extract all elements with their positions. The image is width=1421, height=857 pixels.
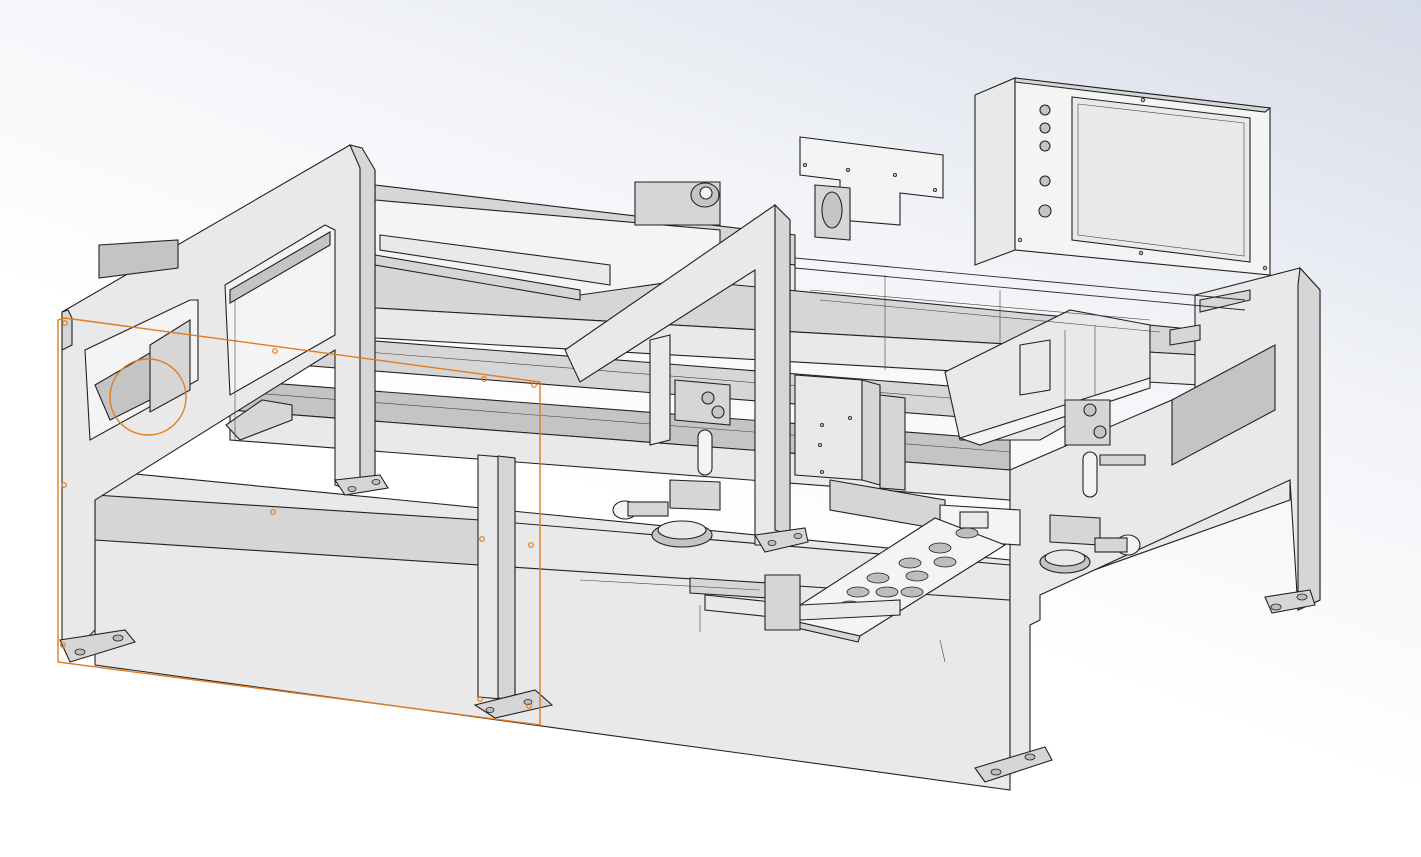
detail-lines (234, 257, 1246, 663)
placement-head-assembly[interactable] (612, 334, 1021, 548)
control-button-4[interactable] (1039, 175, 1051, 187)
control-cabinet[interactable] (974, 77, 1272, 276)
right-head-assembly[interactable] (944, 309, 1201, 574)
selected-side-panel[interactable] (57, 317, 541, 726)
control-button-2[interactable] (1039, 122, 1051, 134)
right-frame[interactable] (974, 266, 1321, 783)
monitor-screen[interactable] (1071, 96, 1251, 263)
center-leg[interactable] (473, 454, 554, 719)
control-button-1[interactable] (1039, 104, 1051, 116)
center-frame[interactable] (564, 203, 809, 553)
nozzle-tray[interactable] (689, 517, 1007, 643)
overhead-feeder-box[interactable] (374, 181, 721, 301)
emergency-stop-button[interactable] (1038, 204, 1052, 218)
control-button-3[interactable] (1039, 140, 1051, 152)
rear-mounting-plate[interactable] (799, 136, 944, 241)
